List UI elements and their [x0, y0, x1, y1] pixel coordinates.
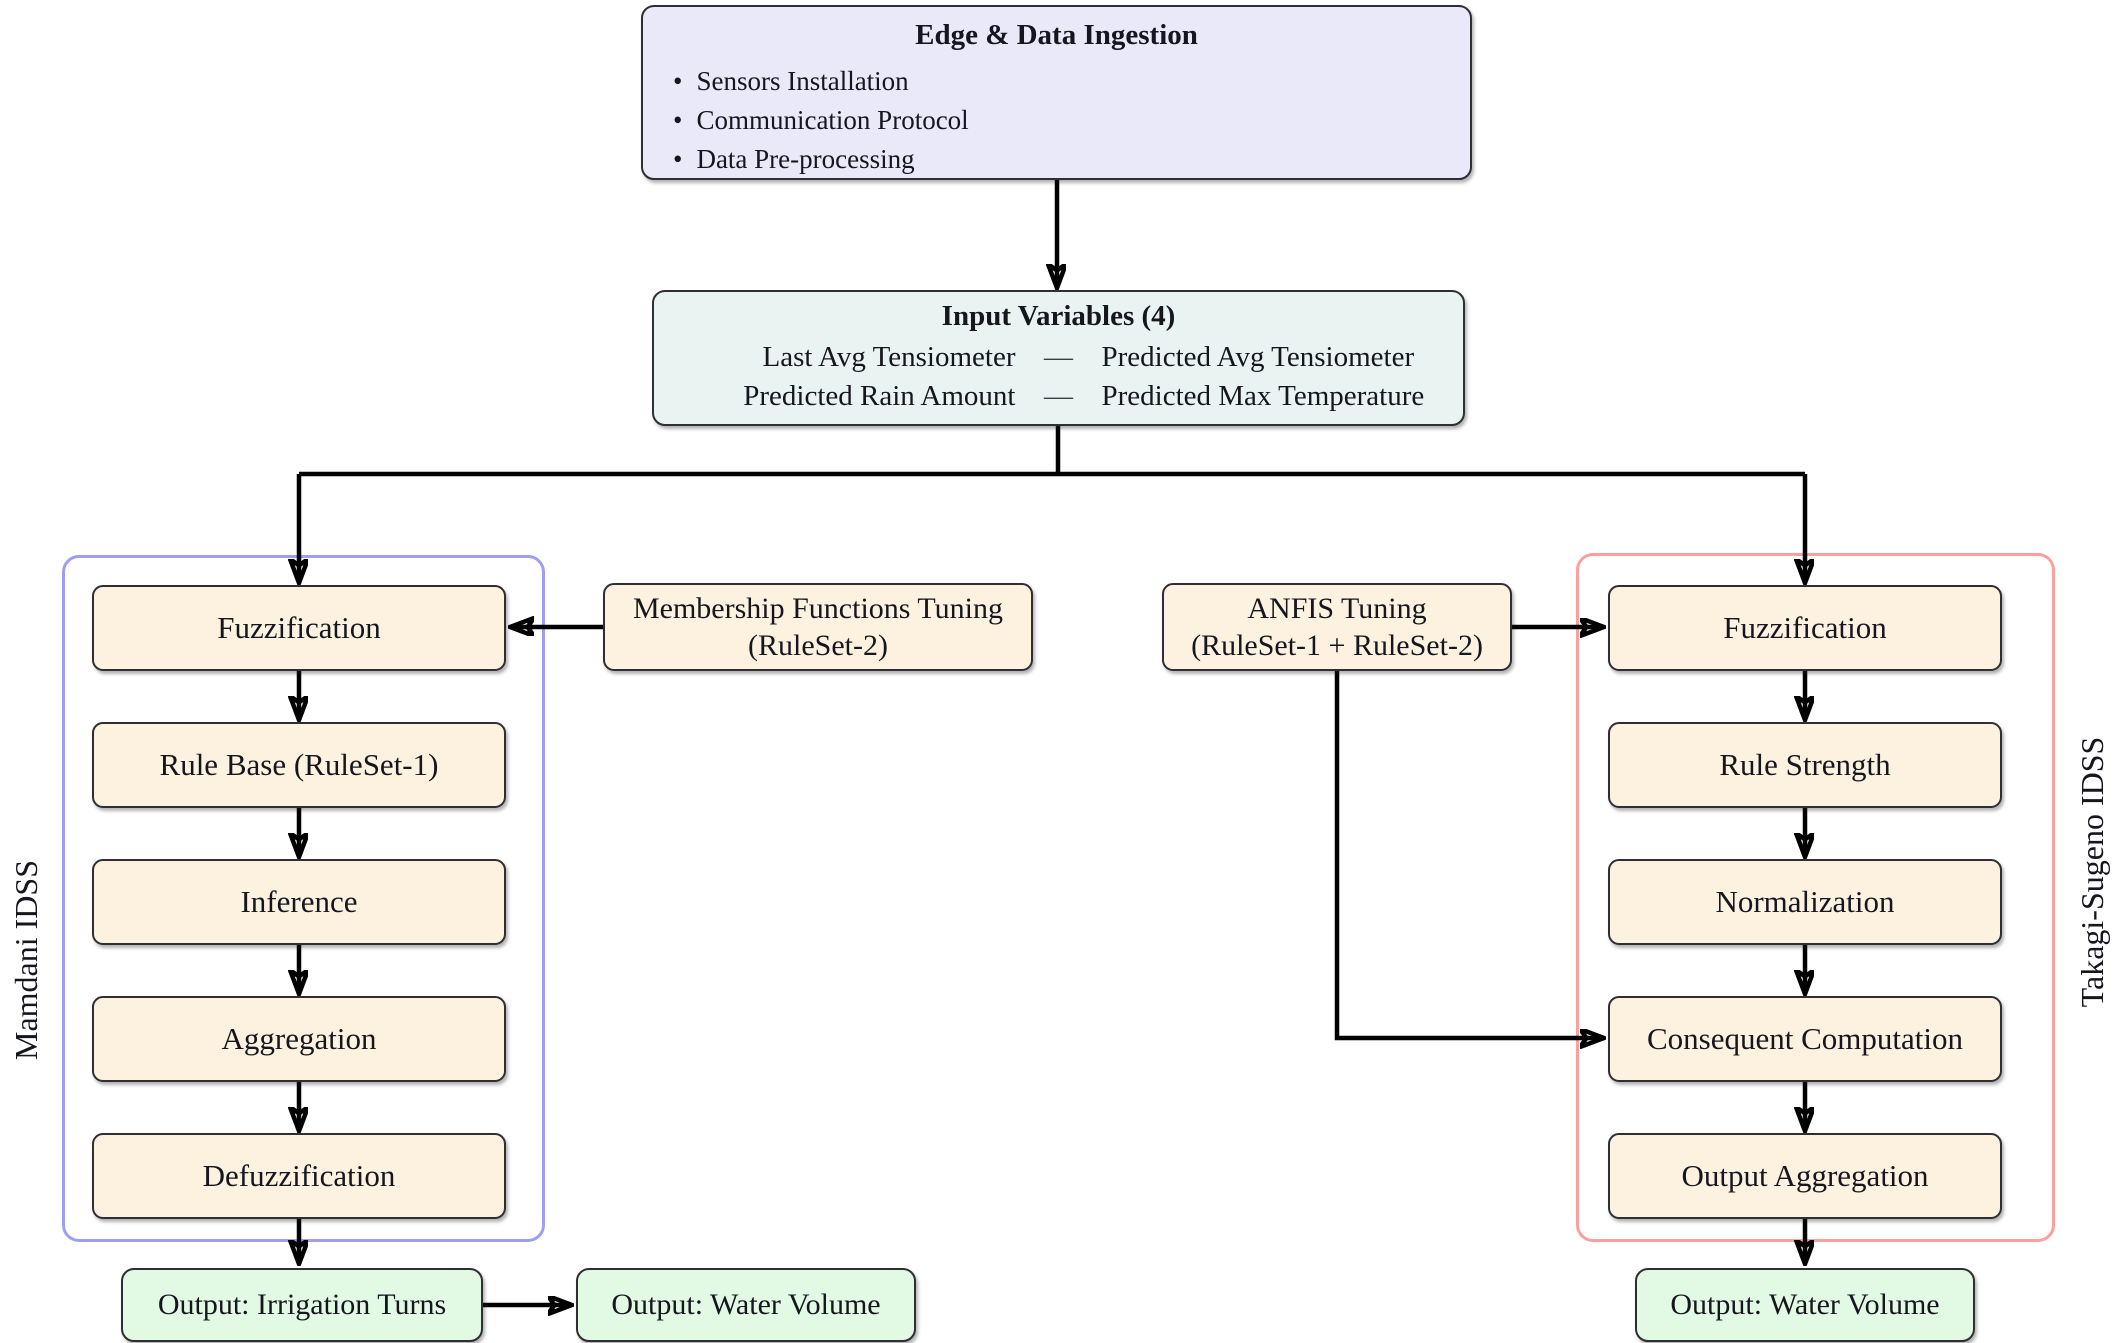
node-mamdani-inference: Inference — [92, 859, 506, 945]
node-output-water-volume-right: Output: Water Volume — [1635, 1268, 1975, 1342]
node-takagi-output-aggregation: Output Aggregation — [1608, 1133, 2002, 1219]
list-item: • Communication Protocol — [673, 101, 1470, 140]
node-anfis-tuning: ANFIS Tuning (RuleSet-1 + RuleSet-2) — [1162, 583, 1512, 671]
bullet-icon: • — [673, 144, 683, 175]
takagi-group-label: Takagi-Sugeno IDSS — [2074, 736, 2110, 1008]
node-takagi-consequent-computation: Consequent Computation — [1608, 996, 2002, 1082]
input-variables-grid: Last Avg Tensiometer — Predicted Avg Ten… — [654, 333, 1463, 415]
node-takagi-fuzzification: Fuzzification — [1608, 585, 2002, 671]
bullet-text: Data Pre-processing — [696, 144, 915, 175]
membership-tuning-line2: (RuleSet-2) — [748, 629, 888, 662]
mamdani-group-label: Mamdani IDSS — [8, 860, 44, 1060]
list-item: • Sensors Installation — [673, 62, 1470, 101]
connector-anfis-to-consequent — [1334, 671, 1602, 1038]
bullet-icon: • — [673, 66, 683, 96]
node-mamdani-rule-base: Rule Base (RuleSet-1) — [92, 722, 506, 808]
node-mamdani-fuzzification: Fuzzification — [92, 585, 506, 671]
bullet-icon: • — [673, 105, 683, 136]
dash-separator: — — [1044, 380, 1073, 413]
anfis-tuning-line1: ANFIS Tuning — [1247, 591, 1427, 625]
node-mamdani-aggregation: Aggregation — [92, 996, 506, 1082]
takagi-group-frame — [1576, 553, 2055, 1242]
node-mamdani-defuzzification: Defuzzification — [92, 1133, 506, 1219]
bullet-text: Communication Protocol — [696, 105, 969, 136]
list-item: • Data Pre-processing — [673, 140, 1470, 179]
membership-tuning-text: Membership Functions Tuning (RuleSet-2) — [633, 590, 1003, 665]
input-variables-title: Input Variables (4) — [941, 300, 1176, 332]
input-variable: Predicted Avg Tensiometer — [1101, 341, 1415, 373]
input-variable: Predicted Max Temperature — [1101, 380, 1425, 413]
membership-tuning-line1: Membership Functions Tuning — [632, 591, 1004, 625]
bullet-text: Sensors Installation — [696, 66, 909, 96]
dash-separator: — — [1044, 341, 1073, 373]
edge-data-ingestion-box: Edge & Data Ingestion • Sensors Installa… — [641, 5, 1472, 180]
edge-data-ingestion-title: Edge & Data Ingestion — [915, 19, 1198, 51]
input-variable: Last Avg Tensiometer — [762, 341, 1016, 373]
node-output-water-volume-left: Output: Water Volume — [576, 1268, 916, 1342]
edge-data-ingestion-list: • Sensors Installation • Communication P… — [643, 52, 1470, 179]
input-variables-box: Input Variables (4) Last Avg Tensiometer… — [652, 290, 1465, 426]
node-takagi-normalization: Normalization — [1608, 859, 2002, 945]
node-takagi-rule-strength: Rule Strength — [1608, 722, 2002, 808]
anfis-tuning-text: ANFIS Tuning (RuleSet-1 + RuleSet-2) — [1191, 590, 1483, 665]
node-output-irrigation-turns: Output: Irrigation Turns — [121, 1268, 483, 1342]
anfis-tuning-line2: (RuleSet-1 + RuleSet-2) — [1191, 629, 1483, 662]
input-variable: Predicted Rain Amount — [743, 380, 1016, 413]
node-membership-functions-tuning: Membership Functions Tuning (RuleSet-2) — [603, 583, 1033, 671]
